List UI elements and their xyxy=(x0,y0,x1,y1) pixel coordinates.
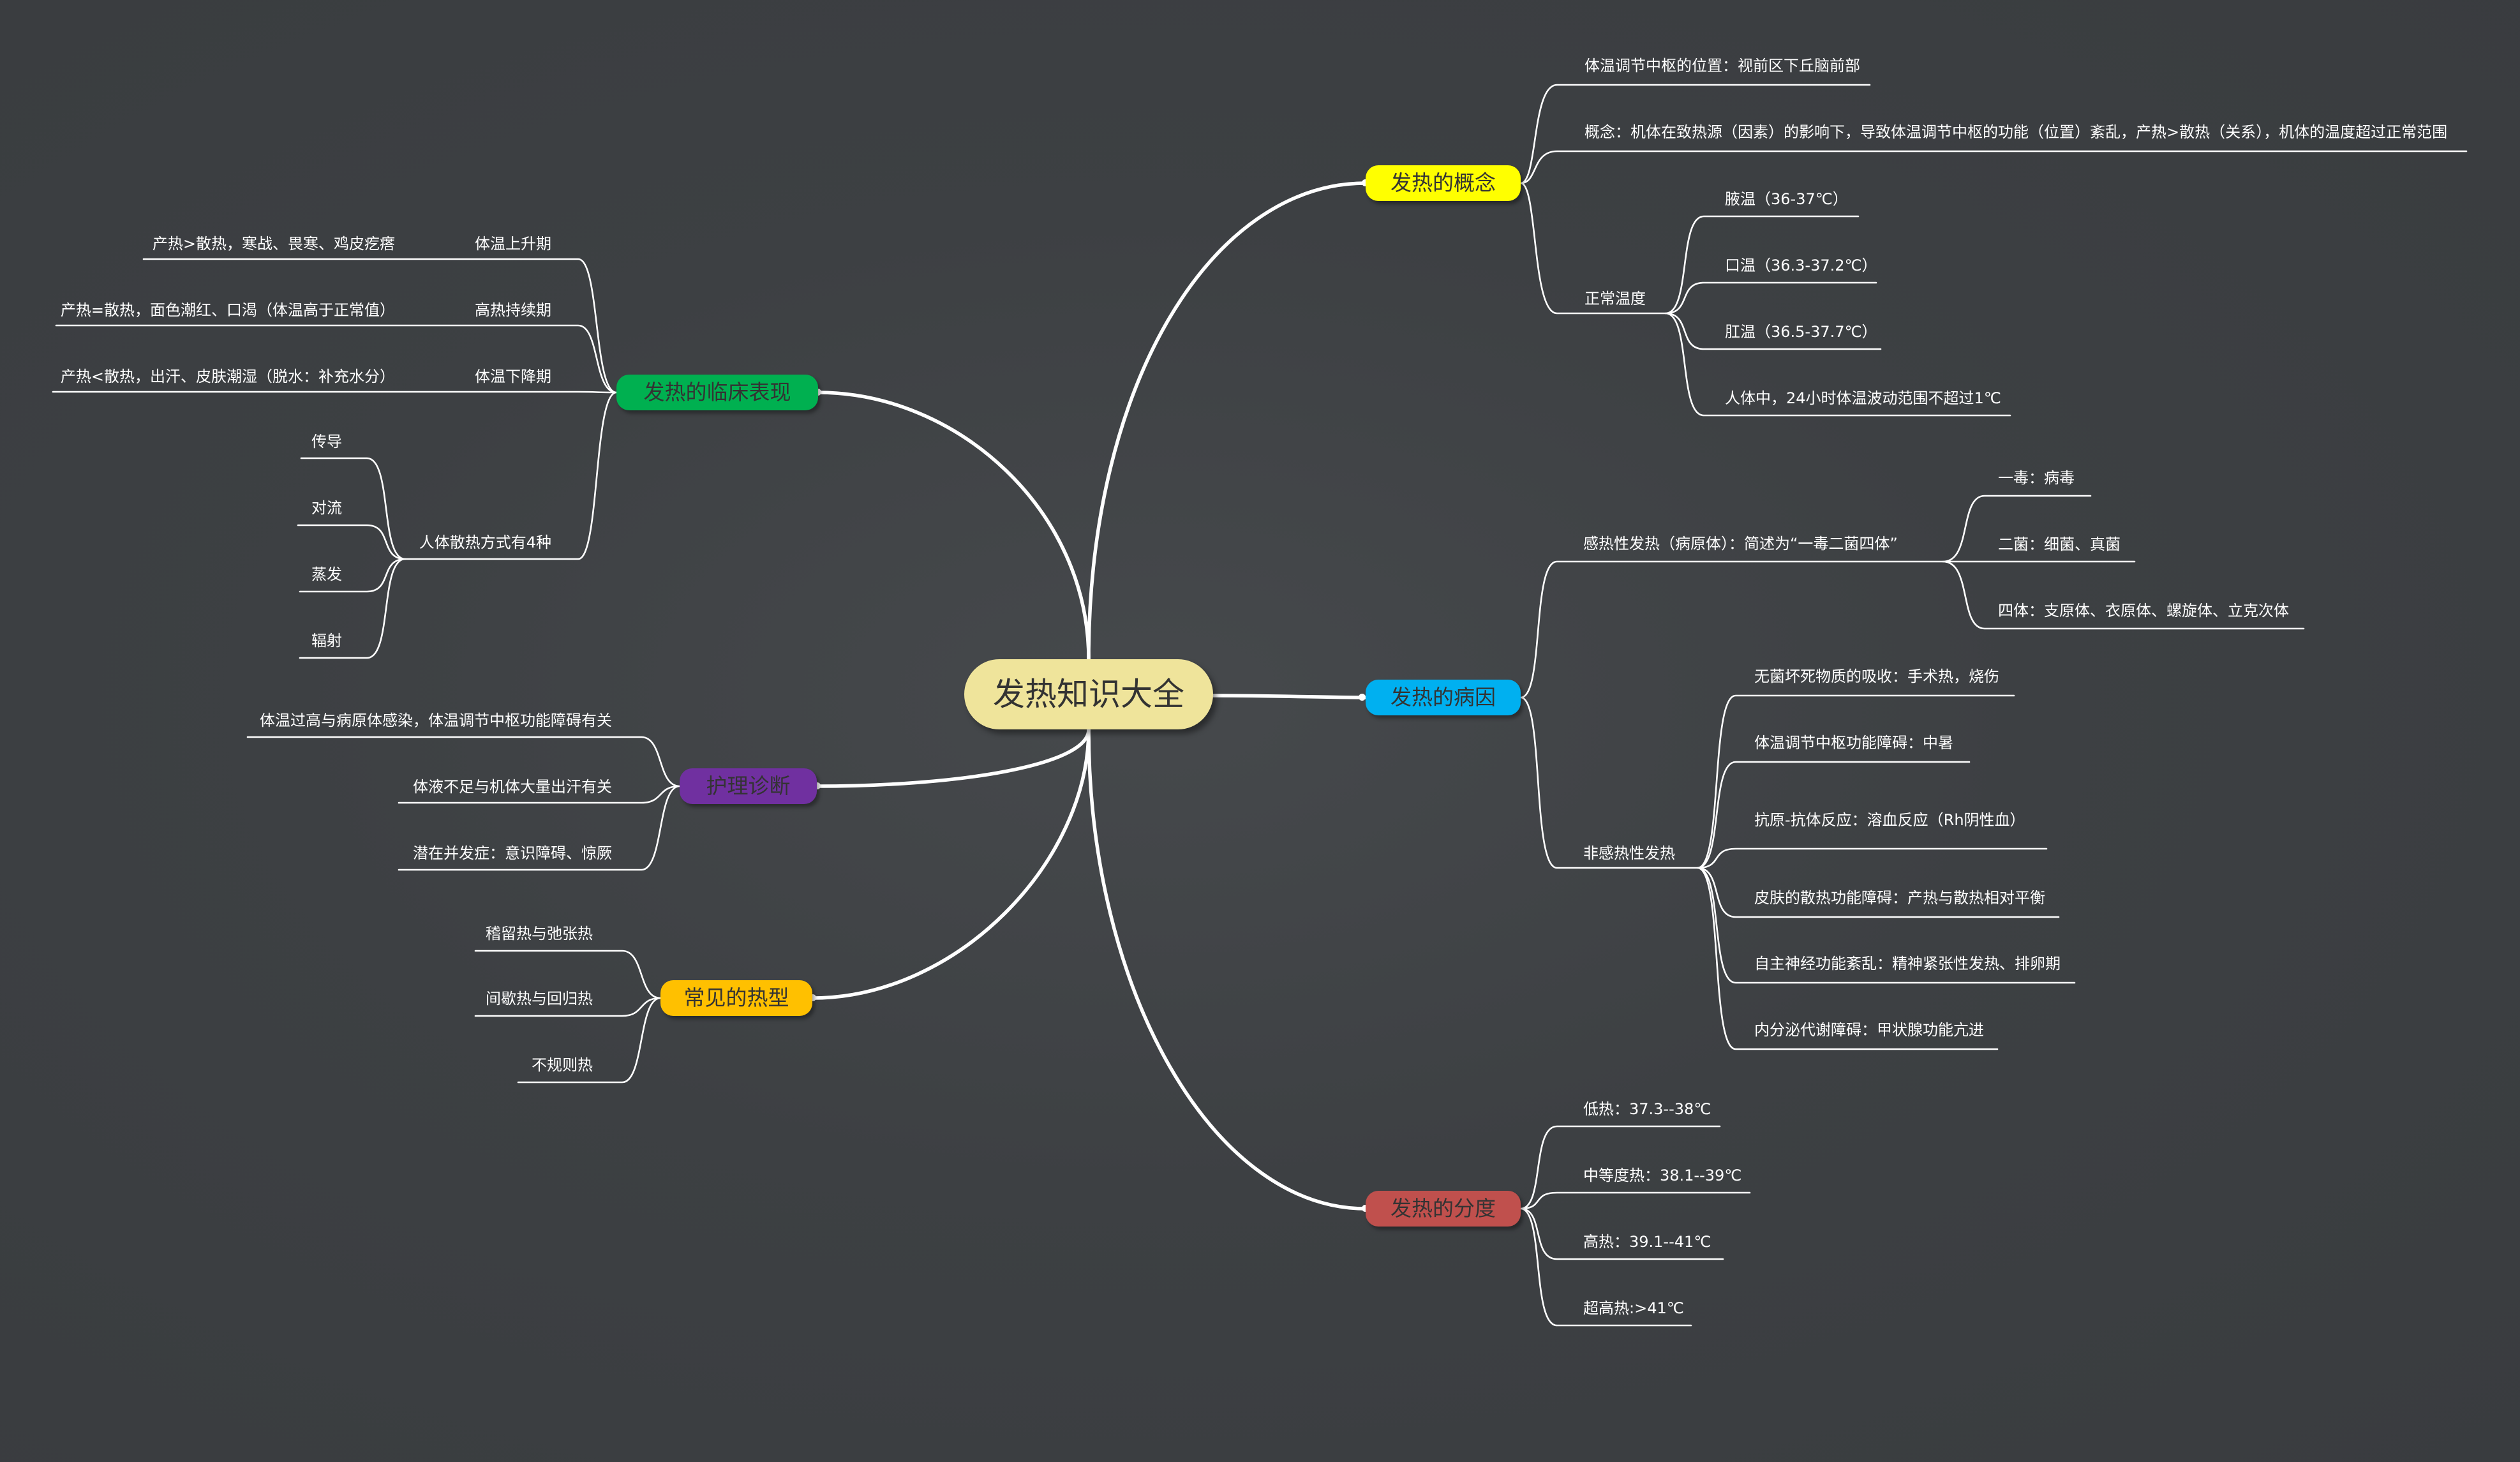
branch-cause[interactable]: 发热的病因 xyxy=(1366,680,1521,715)
non-infectious-item[interactable]: 体温调节中枢功能障碍：中暑 xyxy=(1754,734,1953,752)
concept-definition[interactable]: 概念：机体在致热源（因素）的影响下，导致体温调节中枢的功能（位置）紊乱，产热>散… xyxy=(1584,123,2448,141)
connector-normal-temp-children xyxy=(1664,215,2011,417)
grade-item[interactable]: 低热：37.3--38℃ xyxy=(1583,1100,1711,1118)
types-item[interactable]: 间歇热与回归热 xyxy=(486,990,593,1008)
connector-clinical-children xyxy=(52,258,618,560)
clinical-fall-desc[interactable]: 产热<散热，出汗、皮肤潮湿（脱水：补充水分） xyxy=(60,368,395,385)
dissipation-item[interactable]: 辐射 xyxy=(311,632,342,650)
connector-root-clinical xyxy=(816,391,1091,661)
branch-concept[interactable]: 发热的概念 xyxy=(1366,165,1521,201)
cause-infectious-label[interactable]: 感热性发热（病原体）：简述为“一毒二菌四体” xyxy=(1583,535,1898,553)
normal-temp-item[interactable]: 人体中，24小时体温波动范围不超过1℃ xyxy=(1725,389,2001,407)
infectious-item[interactable]: 四体：支原体、衣原体、螺旋体、立克次体 xyxy=(1998,602,2289,620)
non-infectious-item[interactable]: 无菌坏死物质的吸收：手术热，烧伤 xyxy=(1754,668,1999,685)
connector-root-grade xyxy=(1087,727,1368,1211)
types-item[interactable]: 稽留热与弛张热 xyxy=(486,925,593,943)
expand-dot-cause[interactable] xyxy=(1359,694,1366,701)
dissipation-item[interactable]: 传导 xyxy=(311,433,342,451)
dissipation-item[interactable]: 对流 xyxy=(311,499,342,517)
clinical-high-label[interactable]: 高热持续期 xyxy=(475,301,551,319)
connector-concept-children xyxy=(1519,84,2468,315)
clinical-dissipation-label[interactable]: 人体散热方式有4种 xyxy=(419,533,551,551)
non-infectious-item[interactable]: 内分泌代谢障碍：甲状腺功能亢进 xyxy=(1754,1021,1984,1039)
expand-dot-concept[interactable] xyxy=(1362,179,1369,186)
normal-temp-item[interactable]: 口温（36.3-37.2℃） xyxy=(1725,257,1877,274)
clinical-high-desc[interactable]: 产热=散热，面色潮红、口渴（体温高于正常值） xyxy=(60,301,395,319)
non-infectious-item[interactable]: 皮肤的散热功能障碍：产热与散热相对平衡 xyxy=(1754,889,2045,907)
non-infectious-item[interactable]: 自主神经功能紊乱：精神紧张性发热、排卵期 xyxy=(1754,955,2061,973)
nursing-item[interactable]: 潜在并发症：意识障碍、惊厥 xyxy=(413,844,612,862)
connector-cause-children xyxy=(1519,560,1944,869)
branch-grade[interactable]: 发热的分度 xyxy=(1366,1191,1521,1227)
normal-temp-item[interactable]: 腋温（36-37℃） xyxy=(1725,190,1848,208)
connector-types-children xyxy=(474,950,662,1084)
grade-item[interactable]: 超高热:>41℃ xyxy=(1583,1299,1684,1317)
infectious-item[interactable]: 二菌：细菌、真菌 xyxy=(1998,535,2121,553)
branch-nursing[interactable]: 护理诊断 xyxy=(680,768,817,804)
dissipation-item[interactable]: 蒸发 xyxy=(311,565,342,583)
clinical-rise-desc[interactable]: 产热>散热，寒战、畏寒、鸡皮疙瘩 xyxy=(152,235,395,253)
infectious-item[interactable]: 一毒：病毒 xyxy=(1998,469,2075,487)
branch-types[interactable]: 常见的热型 xyxy=(660,980,812,1016)
grade-item[interactable]: 高热：39.1--41℃ xyxy=(1583,1233,1711,1251)
connector-root-concept xyxy=(1087,181,1368,661)
connector-nursing-children xyxy=(246,736,681,871)
connector-root-types xyxy=(810,727,1091,1000)
concept-center-location[interactable]: 体温调节中枢的位置：视前区下丘脑前部 xyxy=(1584,57,1860,75)
normal-temp-label[interactable]: 正常温度 xyxy=(1584,290,1646,308)
normal-temp-item[interactable]: 肛温（36.5-37.7℃） xyxy=(1725,323,1877,341)
nursing-item[interactable]: 体液不足与机体大量出汗有关 xyxy=(413,778,612,796)
expand-dot-grade[interactable] xyxy=(1362,1205,1369,1212)
connector-infectious-children xyxy=(1942,495,2305,630)
types-item[interactable]: 不规则热 xyxy=(532,1056,593,1074)
connector-root-cause xyxy=(1211,694,1368,699)
branch-clinical[interactable]: 发热的临床表现 xyxy=(616,375,818,410)
expand-dot-types[interactable] xyxy=(809,994,816,1001)
expand-dot-nursing[interactable] xyxy=(814,782,821,789)
nursing-item[interactable]: 体温过高与病原体感染，体温调节中枢功能障碍有关 xyxy=(260,712,612,729)
cause-non-infectious-label[interactable]: 非感热性发热 xyxy=(1583,844,1675,862)
grade-item[interactable]: 中等度热：38.1--39℃ xyxy=(1583,1167,1742,1184)
root-node[interactable]: 发热知识大全 xyxy=(964,659,1213,729)
clinical-rise-label[interactable]: 体温上升期 xyxy=(475,235,551,253)
clinical-fall-label[interactable]: 体温下降期 xyxy=(475,368,551,385)
connector-non-infectious-children xyxy=(1696,694,2076,1050)
non-infectious-item[interactable]: 抗原-抗体反应：溶血反应（Rh阴性血） xyxy=(1754,811,2025,829)
connector-root-nursing xyxy=(815,727,1091,788)
connector-dissipation-children xyxy=(297,457,406,659)
connector-grade-children xyxy=(1519,1125,1751,1327)
